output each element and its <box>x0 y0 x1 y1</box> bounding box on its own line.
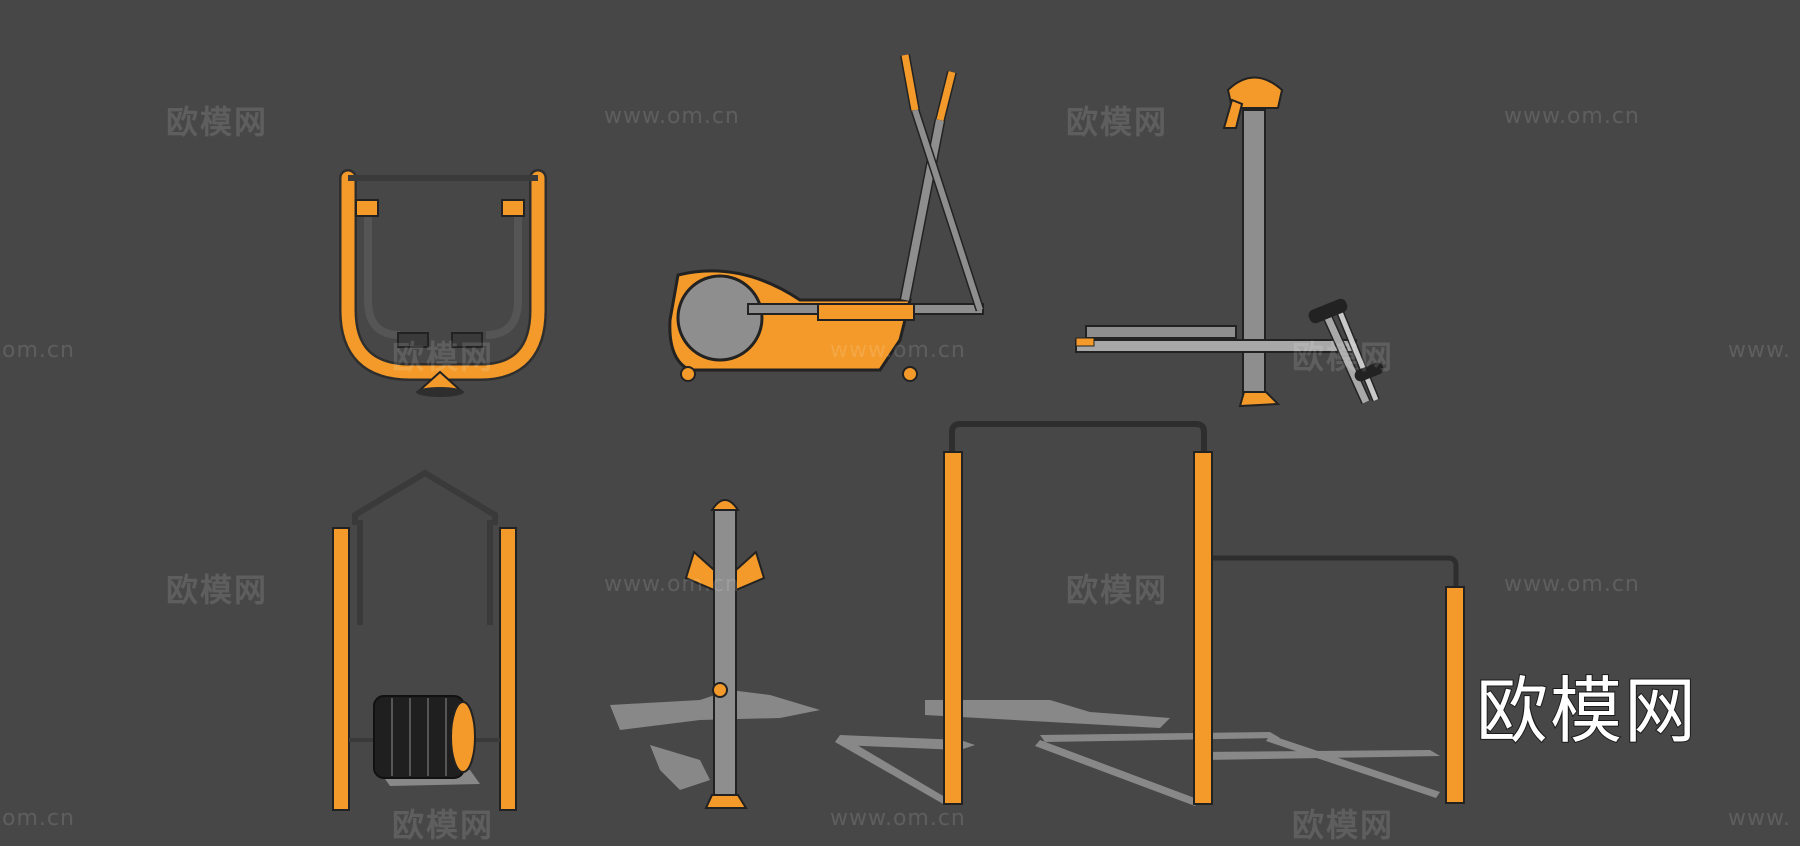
elliptical-trainer-machine <box>668 54 985 382</box>
watermark-url-6: www.om.cn <box>830 806 966 831</box>
watermark-cn-5: 欧模网 <box>166 571 269 609</box>
brand-logo-text: 欧模网 <box>1475 668 1699 754</box>
leg-press-station <box>1075 76 1384 408</box>
watermark-cn-8: 欧模网 <box>1292 806 1395 844</box>
air-walker-machine <box>339 169 547 397</box>
watermark-url-right-edge-1: www. <box>1728 338 1791 363</box>
watermark-cn-6: 欧模网 <box>1066 571 1169 609</box>
watermark-url-left-edge-1: om.cn <box>2 338 75 363</box>
watermark-cn-4: 欧模网 <box>1292 338 1395 376</box>
roller-tyre-frame <box>332 469 517 811</box>
watermark-cn-1: 欧模网 <box>166 103 269 141</box>
watermark-url-right-edge-2: www. <box>1728 806 1791 831</box>
watermark-cn-2: 欧模网 <box>1066 103 1169 141</box>
watermark-url-4: www.om.cn <box>604 572 740 597</box>
watermark-url-2: www.om.cn <box>1504 104 1640 129</box>
watermark-cn-3: 欧模网 <box>392 338 495 376</box>
ground-shadows <box>380 690 1440 806</box>
watermark-cn-7: 欧模网 <box>392 806 495 844</box>
watermark-url-3: www.om.cn <box>830 338 966 363</box>
watermark-url-1: www.om.cn <box>604 104 740 129</box>
waist-twister-post <box>684 499 766 809</box>
watermark-url-5: www.om.cn <box>1504 572 1640 597</box>
pull-up-bars <box>943 421 1465 805</box>
watermark-url-left-edge-2: om.cn <box>2 806 75 831</box>
